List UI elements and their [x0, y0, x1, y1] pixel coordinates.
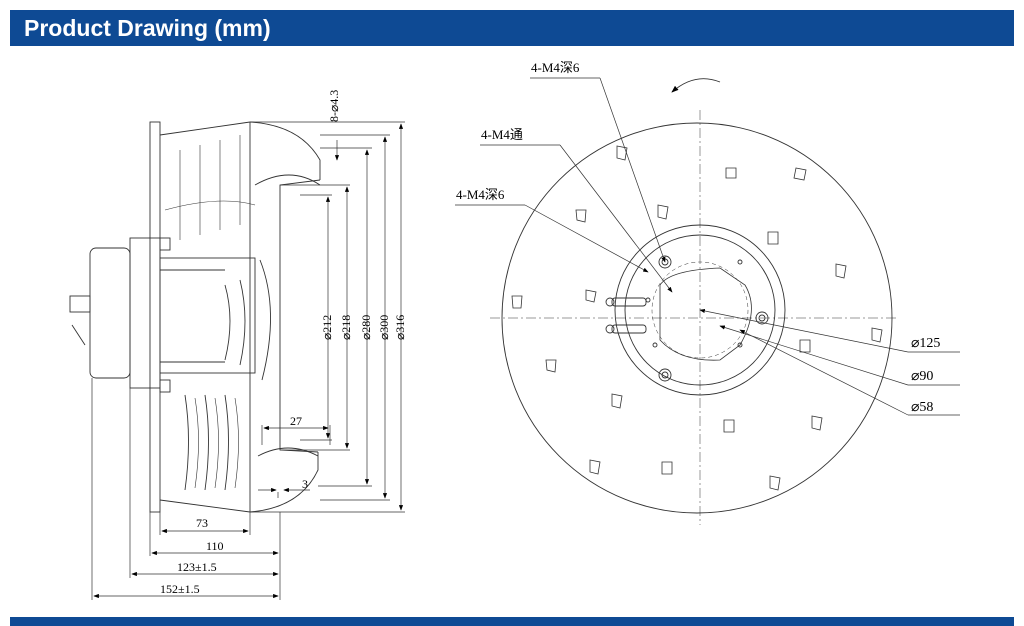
front-view — [490, 78, 898, 525]
dim-label-152: 152±1.5 — [160, 582, 200, 596]
motor-body — [159, 257, 256, 374]
dim-label-d212: ⌀212 — [320, 315, 334, 340]
dim-label-d280: ⌀280 — [359, 315, 373, 340]
side-flange — [149, 121, 161, 513]
footer-bar — [10, 617, 1014, 626]
callout-m4-depth6-top: 4-M4深6 — [531, 60, 580, 75]
dim-label-8-hole: 8-⌀4.3 — [327, 90, 341, 122]
side-dimensions — [91, 121, 405, 600]
header-bar: Product Drawing (mm) — [10, 10, 1014, 46]
dim-label-73: 73 — [196, 516, 208, 530]
dim-label-123: 123±1.5 — [177, 560, 217, 574]
motor-flange — [129, 237, 161, 389]
dim-label-d90: ⌀90 — [911, 369, 933, 384]
front-outer-disc — [501, 122, 893, 514]
dim-label-d218: ⌀218 — [339, 315, 353, 340]
dim-label-d316: ⌀316 — [393, 315, 407, 340]
callout-m4-depth6-bottom: 4-M4深6 — [456, 187, 505, 202]
dim-label-d125: ⌀125 — [911, 336, 940, 351]
dim-label-110: 110 — [206, 539, 224, 553]
dim-label-d58: ⌀58 — [911, 400, 933, 415]
dim-label-3: 3 — [302, 477, 308, 491]
dim-label-d300: ⌀300 — [377, 315, 391, 340]
dim-label-27: 27 — [290, 414, 302, 428]
page-title: Product Drawing (mm) — [24, 15, 271, 41]
motor-hub — [89, 247, 131, 379]
side-labels: 8-⌀4.3 ⌀212 ⌀218 ⌀280 ⌀300 ⌀316 27 3 73 … — [160, 90, 407, 596]
callout-m4-through: 4-M4通 — [481, 127, 523, 142]
front-labels: 4-M4深6 4-M4通 4-M4深6 ⌀125 ⌀90 ⌀58 — [456, 60, 940, 415]
motor-connector — [69, 295, 91, 313]
front-hub-outer — [614, 224, 786, 396]
front-leaders — [455, 77, 960, 416]
side-view — [69, 121, 321, 513]
